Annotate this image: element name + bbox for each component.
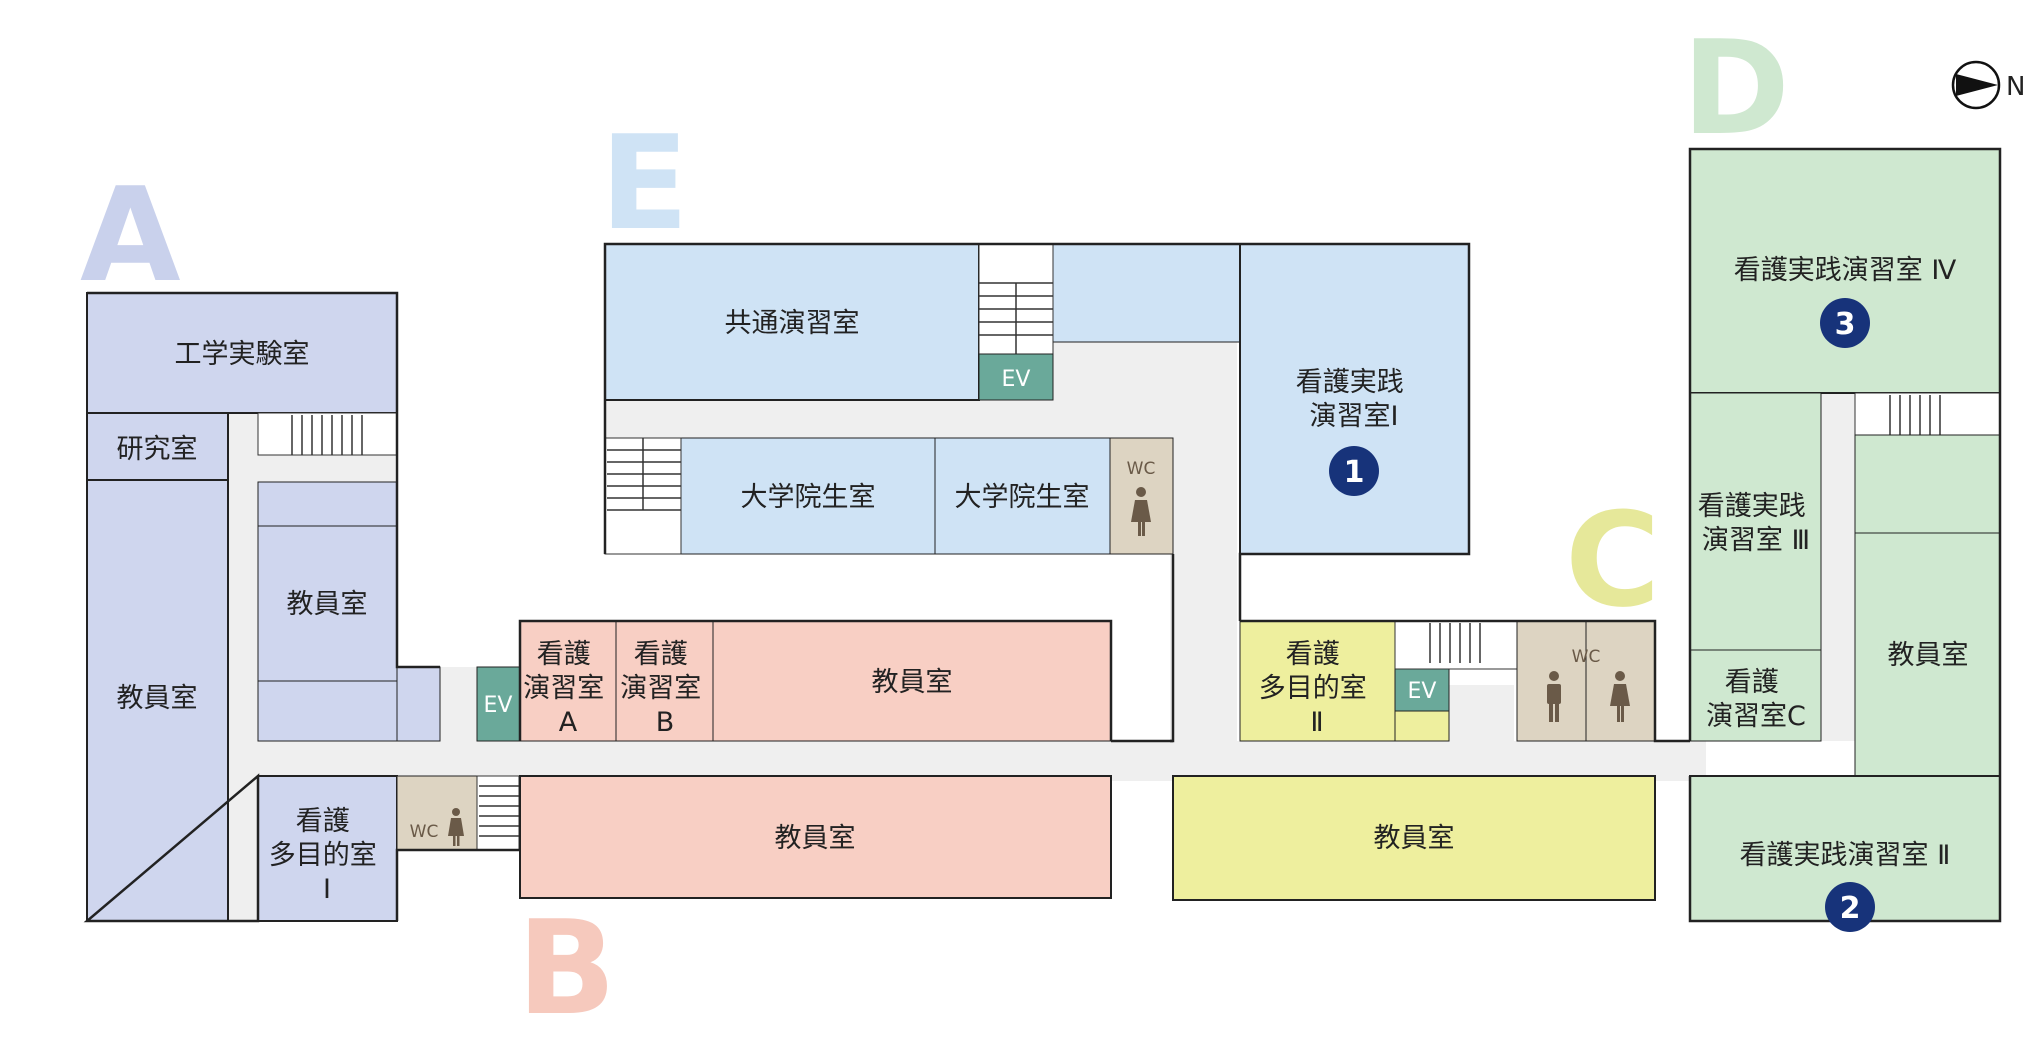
badge-2-label: 2 <box>1840 891 1861 926</box>
room-kyoin-b-top <box>712 620 1112 742</box>
wing-d <box>1688 147 2002 923</box>
room-jissen-3 <box>1689 392 1822 651</box>
wing-letter-c: C <box>1565 484 1660 636</box>
room-kenkyu <box>86 412 229 481</box>
label-kyoin-d: 教員室 <box>1888 640 1969 671</box>
wing-d-outline <box>1688 147 2002 923</box>
label-kyoin-b-bottom: 教員室 <box>775 823 856 854</box>
wing-c-corridor <box>1444 685 1514 741</box>
wing-letter-b: B <box>517 892 616 1044</box>
wing-c-outline <box>1240 619 1690 743</box>
wing-e <box>603 242 1471 743</box>
stairs-wing-d <box>1854 392 2001 436</box>
badge-3 <box>1820 298 1870 348</box>
label-enshu-a: 看護 演習室 A <box>523 639 613 738</box>
label-jissen-1: 看護実践 演習室Ⅰ <box>1296 367 1413 432</box>
wing-d-corridor <box>1821 393 1855 741</box>
wing-letter-a: A <box>80 159 181 311</box>
wing-e-corridor-down <box>1170 342 1237 742</box>
stairs-wing-e-top <box>978 243 1054 355</box>
label-jissen-4: 看護実践演習室 Ⅳ <box>1734 255 1957 286</box>
wing-e-corridor-top <box>605 400 1237 438</box>
room-tamokuteki-2 <box>1239 620 1396 742</box>
restroom-man-icon <box>1547 671 1561 722</box>
label-enshu-b: 看護 演習室 B <box>620 639 710 738</box>
wing-a-link-corridor <box>440 667 477 741</box>
label-kyoin-a-big: 教員室 <box>117 683 198 714</box>
room-a-small-upper <box>257 481 398 527</box>
wing-b-outline <box>518 619 1173 743</box>
label-enshu-c: 看護 演習室C <box>1706 667 1806 732</box>
main-corridor <box>228 741 1706 781</box>
room-jissen-4 <box>1689 148 2001 394</box>
badge-2 <box>1825 882 1875 932</box>
badge-1-label: 1 <box>1344 455 1365 490</box>
room-kyoin-c <box>1172 775 1656 901</box>
badge-3-label: 3 <box>1835 307 1856 342</box>
stairs-wing-a-bottom <box>476 775 520 851</box>
stairs-wing-c <box>1394 620 1518 670</box>
label-daigakuin-1: 大学院生室 <box>741 482 876 513</box>
restroom-woman-icon <box>1131 487 1151 536</box>
room-jissen-1 <box>1239 243 1470 555</box>
room-enshu-b <box>615 620 714 742</box>
wc-a <box>396 775 478 851</box>
wc-a-label: WC <box>410 822 439 842</box>
room-kyoin-d <box>1854 532 2001 777</box>
wing-a-stair-landing <box>258 455 395 482</box>
label-kyotsu-enshu: 共通演習室 <box>725 308 860 339</box>
label-kyoin-c: 教員室 <box>1374 823 1455 854</box>
wing-a-corridor <box>228 413 258 921</box>
room-c-small <box>1394 710 1450 742</box>
label-tamokuteki-2: 看護 多目的室 Ⅱ <box>1259 639 1376 738</box>
label-kogaku-jikken: 工学実験室 <box>175 339 310 370</box>
wing-a <box>83 291 520 923</box>
ev-e <box>978 353 1054 401</box>
label-kyoin-a-small: 教員室 <box>287 589 368 620</box>
room-kyoin-a-big <box>86 479 229 922</box>
wc-e-label: WC <box>1127 459 1156 479</box>
label-jissen-2: 看護実践演習室 Ⅱ <box>1740 840 1951 871</box>
wing-letter-d: D <box>1682 12 1790 164</box>
room-a-small-lower <box>257 680 398 742</box>
wing-a-outline <box>83 291 519 923</box>
ev-b <box>476 666 521 742</box>
label-kyoin-b-top: 教員室 <box>872 667 953 698</box>
label-kenkyu: 研究室 <box>117 434 198 465</box>
label-daigakuin-2: 大学院生室 <box>955 482 1090 513</box>
wing-b <box>476 619 1173 899</box>
wing-c <box>1172 619 1690 901</box>
north-arrow-icon <box>1951 60 2001 110</box>
ev-b-label: EV <box>484 693 513 718</box>
stairs-wing-a-top <box>257 412 398 456</box>
compass-label: N <box>2006 72 2025 102</box>
room-d-small <box>1854 434 2001 534</box>
ev-c-label: EV <box>1408 679 1437 704</box>
restroom-woman-icon <box>1610 671 1630 722</box>
restroom-woman-icon <box>448 808 464 846</box>
room-enshu-a <box>519 620 617 742</box>
badge-1 <box>1329 446 1379 496</box>
label-tamokuteki-1: 看護 多目的室 Ⅰ <box>269 806 386 905</box>
ev-e-label: EV <box>1002 367 1031 392</box>
room-daigakuin-1 <box>680 437 936 555</box>
room-daigakuin-2 <box>934 437 1111 555</box>
wc-c-label: WC <box>1572 647 1601 667</box>
room-tamokuteki-1 <box>257 775 398 922</box>
wing-letter-e: E <box>600 107 689 259</box>
room-kyoin-a-small <box>257 525 398 682</box>
stairs-wing-e-left <box>604 437 682 555</box>
room-kyoin-b-bottom <box>519 775 1112 899</box>
room-a-link <box>396 666 441 742</box>
label-jissen-3: 看護実践 演習室 Ⅲ <box>1698 491 1815 556</box>
room-e-upper-right <box>1052 243 1241 343</box>
room-enshu-c <box>1689 649 1822 742</box>
corridors <box>228 342 1855 921</box>
